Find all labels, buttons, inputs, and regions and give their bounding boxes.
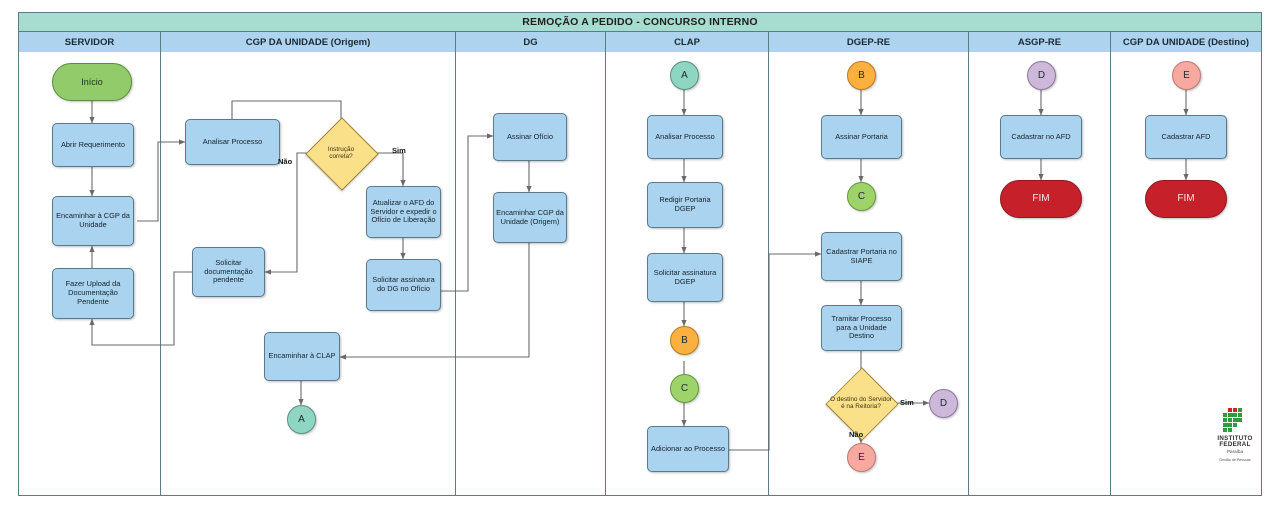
node-instrucao-correta[interactable]: Instrução correta? — [305, 117, 379, 191]
connector-c-out[interactable]: C — [847, 182, 876, 211]
node-atualizar-afd-expedir-oficio[interactable]: Atualizar o AFD do Servidor e expedir o … — [366, 186, 441, 238]
logo-line-instituto: INSTITUTO — [1217, 435, 1253, 442]
logo-line-paraiba: Paraíba — [1226, 449, 1244, 455]
node-cadastrar-portaria-siape[interactable]: Cadastrar Portaria no SIAPE — [821, 232, 902, 281]
node-adicionar-ao-processo[interactable]: Adicionar ao Processo — [647, 426, 729, 472]
node-tramitar-processo-unidade-destino[interactable]: Tramitar Processo para a Unidade Destino — [821, 305, 902, 351]
node-cadastrar-no-afd[interactable]: Cadastrar no AFD — [1000, 115, 1082, 159]
lane-header-clap: CLAP — [606, 32, 769, 52]
connector-d-out[interactable]: D — [929, 389, 958, 418]
connector-b-out[interactable]: B — [670, 326, 699, 355]
diagram-title: REMOÇÃO A PEDIDO - CONCURSO INTERNO — [19, 13, 1261, 32]
node-fim-asgp[interactable]: FIM — [1000, 180, 1082, 218]
connector-e-in[interactable]: E — [1172, 61, 1201, 90]
node-fazer-upload-documentacao[interactable]: Fazer Upload da Documentação Pendente — [52, 268, 134, 319]
lane-body-dg — [456, 52, 606, 496]
connector-a-in[interactable]: A — [670, 61, 699, 90]
node-cadastrar-afd[interactable]: Cadastrar AFD — [1145, 115, 1227, 159]
node-assinar-oficio[interactable]: Assinar Ofício — [493, 113, 567, 161]
node-analisar-processo-clap[interactable]: Analisar Processo — [647, 115, 723, 159]
node-encaminhar-clap[interactable]: Encaminhar à CLAP — [264, 332, 340, 381]
connector-d-in[interactable]: D — [1027, 61, 1056, 90]
edge-label-reitoria-nao: Não — [849, 430, 864, 439]
connector-c-in[interactable]: C — [670, 374, 699, 403]
lane-body-asgp-re — [969, 52, 1111, 496]
node-inicio[interactable]: Início — [52, 63, 132, 101]
decision-label: O destino do Servidor é na Reitoria? — [830, 395, 892, 410]
lane-header-row: SERVIDOR CGP DA UNIDADE (Origem) DG CLAP… — [19, 32, 1261, 52]
connector-b-in[interactable]: B — [847, 61, 876, 90]
lane-header-dgep-re: DGEP-RE — [769, 32, 969, 52]
node-fim-cgp-destino[interactable]: FIM — [1145, 180, 1227, 218]
logo-line-federal: FEDERAL — [1219, 441, 1251, 449]
node-solicitar-documentacao-pendente[interactable]: Solicitar documentação pendente — [192, 247, 265, 297]
lane-body-dgep-re — [769, 52, 969, 496]
connector-e-out[interactable]: E — [847, 443, 876, 472]
node-solicitar-assinatura-dgep[interactable]: Solicitar assinatura DGEP — [647, 253, 723, 302]
lane-header-cgp-destino: CGP DA UNIDADE (Destino) — [1111, 32, 1261, 52]
node-encaminhar-cgp-origem[interactable]: Encaminhar CGP da Unidade (Origem) — [493, 192, 567, 243]
node-analisar-processo-cgp[interactable]: Analisar Processo — [185, 119, 280, 165]
decision-label: Instrução correta? — [327, 145, 355, 160]
node-abrir-requerimento[interactable]: Abrir Requerimento — [52, 123, 134, 167]
lane-header-servidor: SERVIDOR — [19, 32, 161, 52]
lane-header-cgp-origem: CGP DA UNIDADE (Origem) — [161, 32, 456, 52]
node-solicitar-assinatura-dg-oficio[interactable]: Solicitar assinatura do DG no Ofício — [366, 259, 441, 311]
node-assinar-portaria[interactable]: Assinar Portaria — [821, 115, 902, 159]
lane-header-dg: DG — [456, 32, 606, 52]
if-logo-mark-icon — [1222, 408, 1248, 434]
node-redigir-portaria-dgep[interactable]: Redigir Portaria DGEP — [647, 182, 723, 228]
edge-label-reitoria-sim: Sim — [900, 398, 914, 407]
lane-header-asgp-re: ASGP-RE — [969, 32, 1111, 52]
connector-a-out[interactable]: A — [287, 405, 316, 434]
edge-label-instrucao-nao: Não — [278, 157, 293, 166]
edge-label-instrucao-sim: Sim — [392, 146, 406, 155]
node-encaminhar-cgp-unidade[interactable]: Encaminhar à CGP da Unidade — [52, 196, 134, 246]
institutional-logo: INSTITUTO FEDERAL Paraíba Gestão de Pess… — [1206, 408, 1264, 482]
logo-line-gestao-pessoas: Gestão de Pessoas — [1219, 457, 1251, 462]
node-destino-servidor-reitoria[interactable]: O destino do Servidor é na Reitoria? — [825, 367, 899, 441]
